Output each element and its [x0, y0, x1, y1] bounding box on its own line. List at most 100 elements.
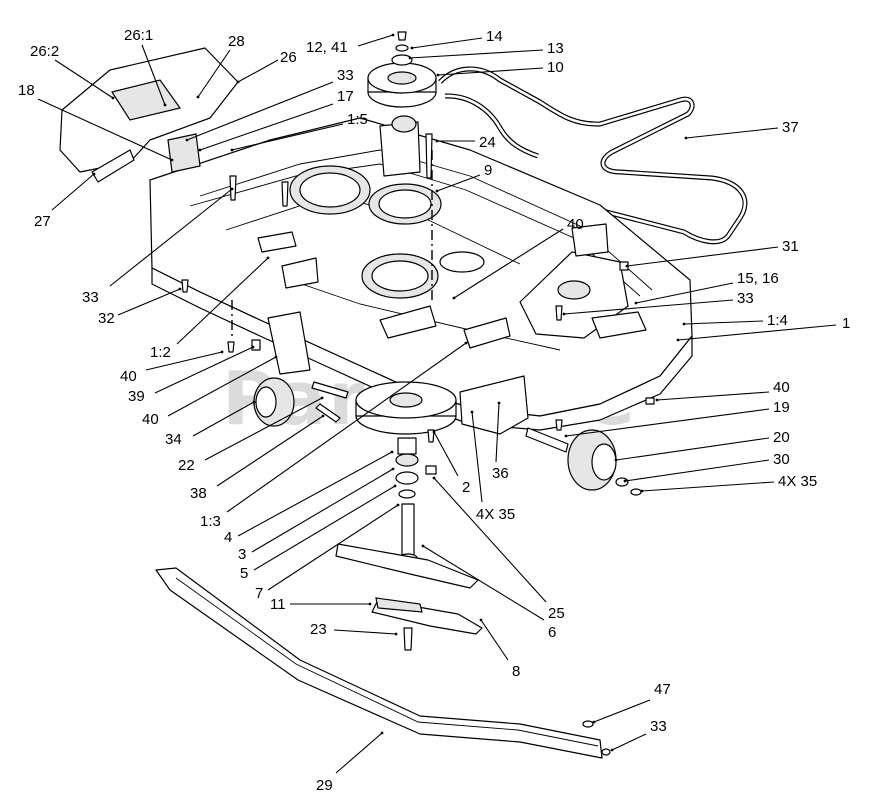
callout-label-c-33-d[interactable]: 33: [650, 718, 667, 735]
callout-label-c-18[interactable]: 18: [18, 82, 35, 99]
callout-label-c-23[interactable]: 23: [310, 621, 327, 638]
bearing-spacer: [391, 115, 417, 133]
callout-label-c-7[interactable]: 7: [255, 585, 263, 602]
callout-label-c-1-3[interactable]: 1:3: [200, 513, 221, 530]
leader-tip-c-25: [432, 476, 436, 480]
spindle-assembly: [355, 381, 457, 563]
callout-label-c-33-a[interactable]: 33: [337, 67, 354, 84]
leader-line-c-31: [626, 246, 779, 267]
roller-pin-38: [315, 403, 341, 423]
callout-label-c-2[interactable]: 2: [462, 479, 470, 496]
callout-label-c-1-2[interactable]: 1:2: [150, 344, 171, 361]
callout-label-c-8[interactable]: 8: [512, 663, 520, 680]
callout-label-c-14[interactable]: 14: [486, 28, 503, 45]
callout-label-c-6[interactable]: 6: [548, 624, 556, 641]
callout-label-c-15-16[interactable]: 15, 16: [737, 270, 779, 287]
callout-label-c-36[interactable]: 36: [492, 465, 509, 482]
leader-line-c-5: [253, 485, 396, 571]
leader-tip-c-17: [198, 148, 202, 152]
chute-bracket-17: [167, 133, 201, 173]
leader-tip-c-33-b: [230, 187, 234, 191]
callout-label-c-17[interactable]: 17: [337, 88, 354, 105]
leader-line-c-15-16: [635, 282, 734, 304]
callout-label-c-39[interactable]: 39: [128, 388, 145, 405]
leader-line-c-40-c: [656, 391, 770, 401]
callout-label-c-1-4[interactable]: 1:4: [767, 312, 788, 329]
leader-line-c-23: [333, 629, 397, 635]
spacer-5: [398, 489, 416, 499]
leader-line-c-8: [480, 619, 509, 661]
leader-line-c-12-41: [357, 34, 394, 47]
washer-30: [615, 477, 629, 487]
callout-label-c-26-2[interactable]: 26:2: [30, 43, 59, 60]
callout-label-c-13[interactable]: 13: [547, 40, 564, 57]
leader-line-c-40-a: [453, 228, 564, 299]
callout-label-c-30[interactable]: 30: [773, 451, 790, 468]
callout-label-c-4x35-b[interactable]: 4X 35: [476, 506, 515, 523]
callout-label-c-31[interactable]: 31: [782, 238, 799, 255]
leader-tip-c-20: [614, 458, 618, 462]
leader-tip-c-37: [684, 136, 688, 140]
callout-label-c-47[interactable]: 47: [654, 681, 671, 698]
callout-label-c-10[interactable]: 10: [547, 59, 564, 76]
leader-tip-c-31: [625, 264, 629, 268]
callout-label-c-11[interactable]: 11: [270, 596, 286, 613]
callout-label-c-40-d[interactable]: 40: [142, 411, 159, 428]
leader-tip-c-4x35-a: [640, 489, 644, 493]
leader-tip-c-40-a: [452, 296, 456, 300]
callout-label-c-1[interactable]: 1: [842, 315, 850, 332]
callout-label-c-29[interactable]: 29: [316, 777, 333, 794]
leader-line-c-26-1: [141, 44, 166, 106]
leader-line-c-25: [433, 477, 547, 603]
leader-tip-c-18: [170, 158, 174, 162]
leader-line-c-1-3: [226, 342, 467, 513]
callout-label-c-5[interactable]: 5: [240, 565, 248, 582]
callout-label-c-12-41[interactable]: 12, 41: [306, 39, 348, 56]
callout-label-c-1-5[interactable]: 1:5: [347, 111, 368, 128]
leader-tip-c-40-b: [220, 350, 224, 354]
callout-label-c-27[interactable]: 27: [34, 213, 51, 230]
callout-label-c-33-c[interactable]: 33: [737, 290, 754, 307]
leader-line-c-38: [216, 415, 324, 487]
callout-label-c-34[interactable]: 34: [165, 431, 182, 448]
leader-tip-c-33-a: [185, 138, 189, 142]
leader-line-c-40-b: [145, 351, 223, 371]
anti-scalp-wheels: [253, 377, 642, 496]
callout-label-c-20[interactable]: 20: [773, 429, 790, 446]
callout-label-c-22[interactable]: 22: [178, 457, 195, 474]
callout-label-c-40-a[interactable]: 40: [567, 216, 584, 233]
leader-tip-c-26-1: [163, 103, 167, 107]
blade-6: [335, 543, 479, 589]
callout-label-c-37[interactable]: 37: [782, 119, 799, 136]
leader-tip-c-15-16: [634, 301, 638, 305]
leader-line-c-33-b: [109, 188, 233, 287]
callout-label-c-25[interactable]: 25: [548, 605, 565, 622]
leader-tip-c-1: [676, 338, 680, 342]
bearing-3: [395, 471, 419, 485]
leader-line-c-9: [436, 174, 481, 192]
callout-label-c-4x35-a[interactable]: 4X 35: [778, 473, 817, 490]
callout-label-c-9[interactable]: 9: [484, 162, 492, 179]
leader-tip-c-40-c: [655, 398, 659, 402]
callout-label-c-26-1[interactable]: 26:1: [124, 27, 153, 44]
leader-tip-c-28: [196, 95, 200, 99]
front-bracket-left: [267, 311, 311, 375]
callout-label-c-26[interactable]: 26: [280, 49, 297, 66]
callout-label-c-4[interactable]: 4: [224, 529, 232, 546]
callout-label-c-40-c[interactable]: 40: [773, 379, 790, 396]
nut-25: [425, 465, 437, 475]
callout-label-c-38[interactable]: 38: [190, 485, 207, 502]
nut-14: [395, 44, 409, 52]
callout-label-c-40-b[interactable]: 40: [120, 368, 137, 385]
callout-label-c-24[interactable]: 24: [479, 134, 496, 151]
callout-label-c-32[interactable]: 32: [98, 310, 115, 327]
callout-label-c-33-b[interactable]: 33: [82, 289, 99, 306]
callout-label-c-3[interactable]: 3: [238, 546, 246, 563]
nut-4x35: [630, 488, 642, 496]
screw-2: [427, 429, 435, 443]
leader-tip-c-32: [178, 287, 182, 291]
pulley-stack: [367, 31, 437, 300]
callout-label-c-19[interactable]: 19: [773, 399, 790, 416]
callout-label-c-28[interactable]: 28: [228, 33, 245, 50]
